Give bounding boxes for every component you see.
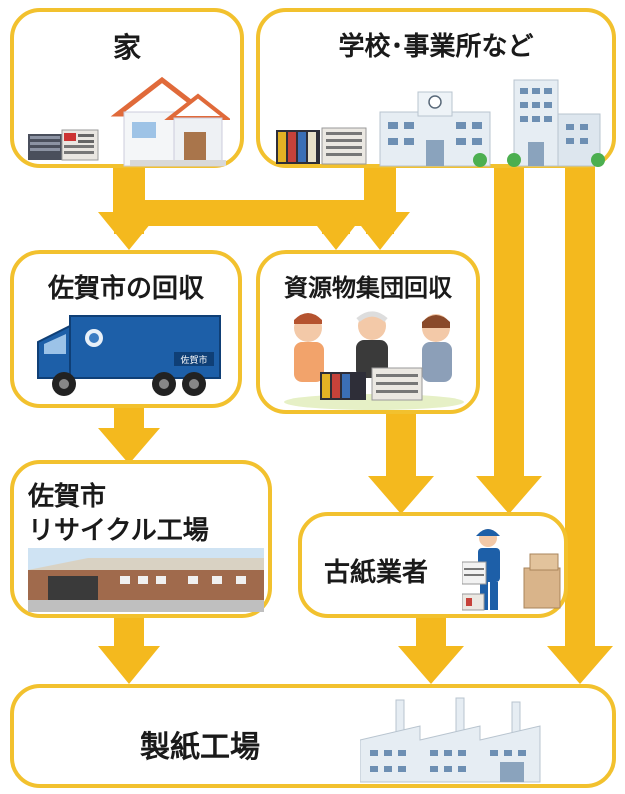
arrow-to-city-collection-head [98,212,160,250]
arrow-city-to-plant-head [98,428,160,464]
arrow-to-group-a-head [306,212,366,250]
garbage-truck-icon: 佐賀市 [37,315,221,396]
node-paper-dealer: 古紙業者 [298,512,568,618]
node-group-collection: 資源物集団回収 [256,250,480,414]
truck-side-text: 佐賀市 [180,354,207,366]
arrow-plant-to-mill-head [98,646,160,684]
newspaper-bundle-icon [28,129,99,161]
node-home-label: 家 [112,31,141,64]
arrow-dealer-to-mill-head [398,646,464,684]
arrow-to-group-b-head [350,212,410,250]
arrow-group-to-dealer-head [368,476,434,514]
node-schools-offices-label: 学校･事業所など [338,32,534,62]
node-paper-mill-label: 製紙工場 [140,730,260,765]
node-group-collection-label: 資源物集団回収 [284,274,452,302]
arrow-school-to-dealer-shaft [494,165,524,485]
office-building-icon [507,79,605,167]
node-paper-mill: 製紙工場 [10,684,616,788]
arrow-group-to-dealer-shaft [386,414,416,486]
node-home: 家 [10,8,244,168]
arrow-school-to-mill-shaft [565,165,595,655]
school-building-icon [379,91,491,167]
recycle-plant-building-icon [28,548,264,612]
node-recycle-plant-line1: 佐賀市 [28,482,107,512]
arrow-school-to-mill-head [547,646,613,684]
arrow-school-to-dealer-head [476,476,542,514]
factory-icon [360,697,541,783]
node-recycle-plant-line2: リサイクル工場 [28,516,209,546]
node-city-collection: 佐賀市の回収 佐賀市 [10,250,242,408]
newspaper-bundle-icon [276,127,367,165]
arrow-home-trunk [113,168,145,202]
node-schools-offices: 学校･事業所など [256,8,616,168]
people-icon [284,311,464,410]
node-city-collection-label: 佐賀市の回収 [47,274,204,304]
worker-icon [462,529,561,611]
node-paper-dealer-label: 古紙業者 [324,558,429,588]
node-recycle-plant: 佐賀市 リサイクル工場 [10,460,272,618]
house-icon [110,76,230,167]
